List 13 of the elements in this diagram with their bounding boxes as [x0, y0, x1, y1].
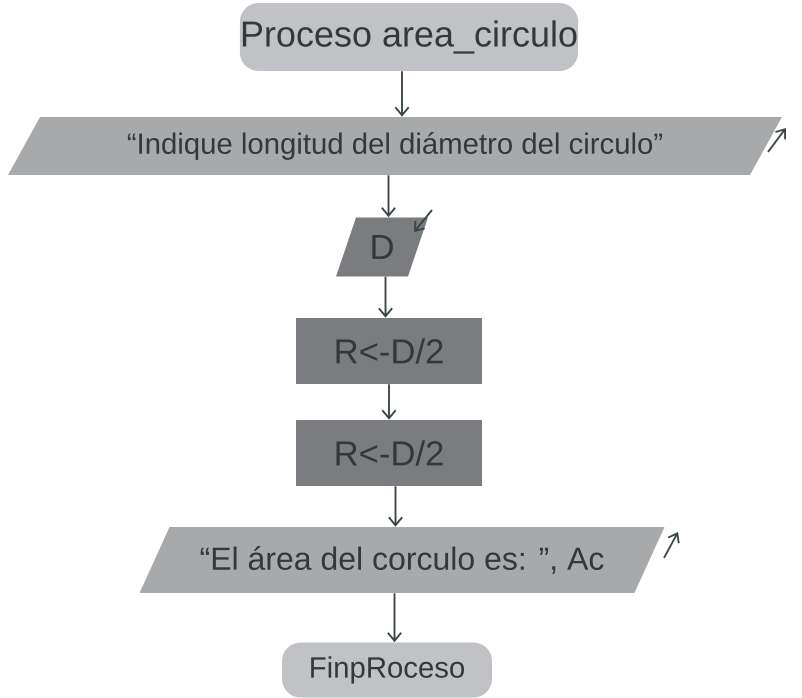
arrow	[382, 384, 396, 420]
arrow	[394, 71, 410, 117]
process-box: R<-D/2	[296, 318, 482, 384]
io-parallelogram: “Indique longitud del diámetro del circulo”	[8, 117, 786, 175]
terminal-box: Proceso area_circulo	[240, 3, 578, 71]
process-box: R<-D/2	[296, 420, 482, 486]
arrow	[381, 175, 396, 218]
terminal-box: FinpRoceso	[282, 642, 492, 698]
arrow	[388, 486, 403, 527]
io-parallelogram: D	[336, 209, 433, 276]
arrow	[387, 593, 402, 642]
io-parallelogram: “El área del corculo es: ”, Ac	[140, 527, 680, 593]
arrow	[378, 276, 393, 318]
